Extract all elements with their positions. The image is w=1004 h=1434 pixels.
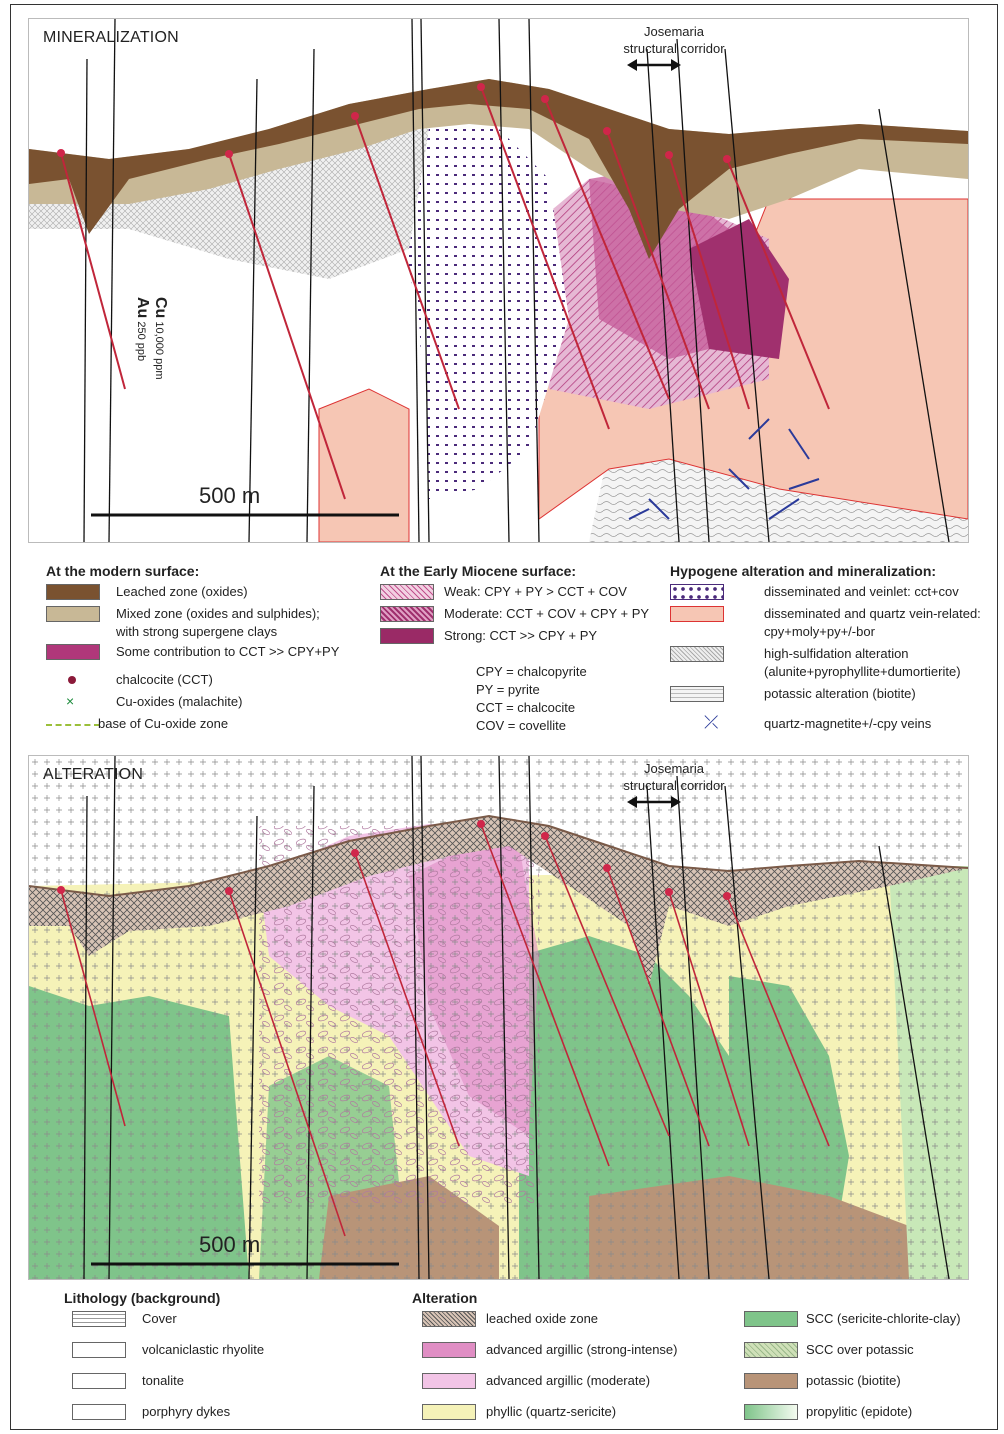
cover-swatch [72, 1311, 126, 1327]
scc-swatch [744, 1311, 798, 1327]
scc-label: SCC (sericite-chlorite-clay) [806, 1310, 961, 1328]
chalcocite-label: chalcocite (CCT) [116, 671, 213, 689]
leached-label: Leached zone (oxides) [116, 583, 248, 601]
scc-potassic-swatch [744, 1342, 798, 1358]
abbr-cct: CCT = chalcocite [476, 699, 587, 717]
vein-icon: ⤫ [704, 713, 718, 731]
structural-corridor-label-alt: Josemaria structural corridor [589, 760, 759, 794]
leached-oxide-swatch [422, 1311, 476, 1327]
moderate-swatch [380, 606, 434, 622]
mineralization-title: MINERALIZATION [43, 29, 179, 47]
rhyolite-swatch [72, 1342, 126, 1358]
mineralization-svg [29, 19, 968, 542]
propylitic-label: propylitic (epidote) [806, 1403, 912, 1421]
abbr-py: PY = pyrite [476, 681, 587, 699]
quartz-vein-swatch [670, 606, 724, 622]
strong-swatch [380, 628, 434, 644]
contribution-label: Some contribution to CCT >> CPY+PY [116, 643, 339, 661]
quartz-vein-label: disseminated and quartz vein-related: cpy… [764, 605, 981, 641]
alteration-heading: Alteration [412, 1290, 732, 1306]
cu-oxide-base-label: base of Cu-oxide zone [98, 715, 228, 733]
alteration-svg [29, 756, 968, 1279]
rhyolite-label: volcaniclastic rhyolite [142, 1341, 264, 1359]
propylitic-swatch [744, 1404, 798, 1420]
mixed-label-1: Mixed zone (oxides and sulphides); [116, 606, 320, 621]
legend-hypogene: Hypogene alteration and mineralization: … [670, 563, 990, 737]
legend-alteration: Alteration leached oxide zone advanced a… [412, 1290, 732, 1434]
scale-label-alt: 500 m [199, 1232, 260, 1258]
phyllic-label: phyllic (quartz-sericite) [486, 1403, 616, 1421]
weak-label: Weak: CPY + PY > CCT + COV [444, 583, 627, 601]
high-sulfidation-label: high-sulfidation alteration (alunite+pyro… [764, 645, 961, 681]
alteration-section: ALTERATION Josemaria structural corridor… [28, 755, 969, 1280]
scc-potassic-label: SCC over potassic [806, 1341, 914, 1359]
disseminated-label: disseminated and veinlet: cct+cov [764, 583, 959, 601]
tonalite-swatch [72, 1373, 126, 1389]
legend-hypogene-heading: Hypogene alteration and mineralization: [670, 563, 990, 579]
legend-alteration-2: . SCC (sericite-chlorite-clay) SCC over … [744, 1290, 994, 1434]
mixed-label-2: with strong supergene clays [116, 624, 277, 639]
cu-au-scale: Cu 10,000 ppm Au 250 ppb [133, 297, 169, 380]
potassic-label: potassic alteration (biotite) [764, 685, 916, 703]
abbr-cpy: CPY = chalcopyrite [476, 663, 587, 681]
cu-oxide-base-icon [46, 724, 100, 726]
cu-label: Cu [152, 297, 169, 318]
adv-argillic-strong-label: advanced argillic (strong-intense) [486, 1341, 677, 1359]
quartz-vein-zone-left [319, 389, 409, 542]
moderate-label: Moderate: CCT + COV + CPY + PY [444, 605, 649, 623]
cu-oxide-icon: × [66, 692, 74, 710]
corridor-line-1: Josemaria [589, 23, 759, 40]
tonalite-label: tonalite [142, 1372, 184, 1390]
high-sulfidation-label-2: (alunite+pyrophyllite+dumortierite) [764, 664, 961, 679]
legend-lithology: Lithology (background) Cover volcaniclas… [64, 1290, 364, 1434]
structural-corridor-label: Josemaria structural corridor [589, 23, 759, 57]
cu-oxide-label: Cu-oxides (malachite) [116, 693, 242, 711]
vein-label: quartz-magnetite+/-cpy veins [764, 715, 931, 733]
disseminated-swatch [670, 584, 724, 600]
legend-modern-heading: At the modern surface: [46, 563, 376, 579]
au-label: Au [134, 297, 151, 318]
phyllic-swatch [422, 1404, 476, 1420]
leached-oxide-label: leached oxide zone [486, 1310, 598, 1328]
legend-modern-surface: At the modern surface: Leached zone (oxi… [46, 563, 376, 737]
au-value: 250 ppb [135, 321, 147, 361]
cover-label: Cover [142, 1310, 177, 1328]
corridor-alt-line-1: Josemaria [589, 760, 759, 777]
high-sulfidation-label-1: high-sulfidation alteration [764, 646, 909, 661]
potassic-biotite-label: potassic (biotite) [806, 1372, 901, 1390]
porphyry-label: porphyry dykes [142, 1403, 230, 1421]
abbr-cov: COV = covellite [476, 717, 587, 735]
leached-swatch [46, 584, 100, 600]
quartz-vein-label-2: cpy+moly+py+/-bor [764, 624, 875, 639]
legend-miocene-heading: At the Early Miocene surface: [380, 563, 670, 579]
mixed-label: Mixed zone (oxides and sulphides); with s… [116, 605, 320, 641]
adv-argillic-moderate-label: advanced argillic (moderate) [486, 1372, 650, 1390]
abbreviations: CPY = chalcopyrite PY = pyrite CCT = cha… [476, 663, 587, 735]
mineralization-section: MINERALIZATION Josemaria structural corr… [28, 18, 969, 543]
corridor-line-2: structural corridor [589, 40, 759, 57]
weak-swatch [380, 584, 434, 600]
adv-argillic-moderate-swatch [422, 1373, 476, 1389]
mixed-swatch [46, 606, 100, 622]
potassic-biotite-swatch [744, 1373, 798, 1389]
porphyry-swatch [72, 1404, 126, 1420]
contribution-swatch [46, 644, 100, 660]
legend-miocene-surface: At the Early Miocene surface: Weak: CPY … [380, 563, 670, 649]
scale-label: 500 m [199, 483, 260, 509]
lithology-heading: Lithology (background) [64, 1290, 364, 1306]
alteration-title: ALTERATION [43, 766, 143, 784]
chalcocite-icon [68, 676, 76, 684]
cu-value: 10,000 ppm [153, 321, 165, 379]
quartz-vein-label-1: disseminated and quartz vein-related: [764, 606, 981, 621]
strong-label: Strong: CCT >> CPY + PY [444, 627, 597, 645]
corridor-alt-line-2: structural corridor [589, 777, 759, 794]
adv-argillic-strong-swatch [422, 1342, 476, 1358]
high-sulfidation-swatch [670, 646, 724, 662]
potassic-swatch [670, 686, 724, 702]
